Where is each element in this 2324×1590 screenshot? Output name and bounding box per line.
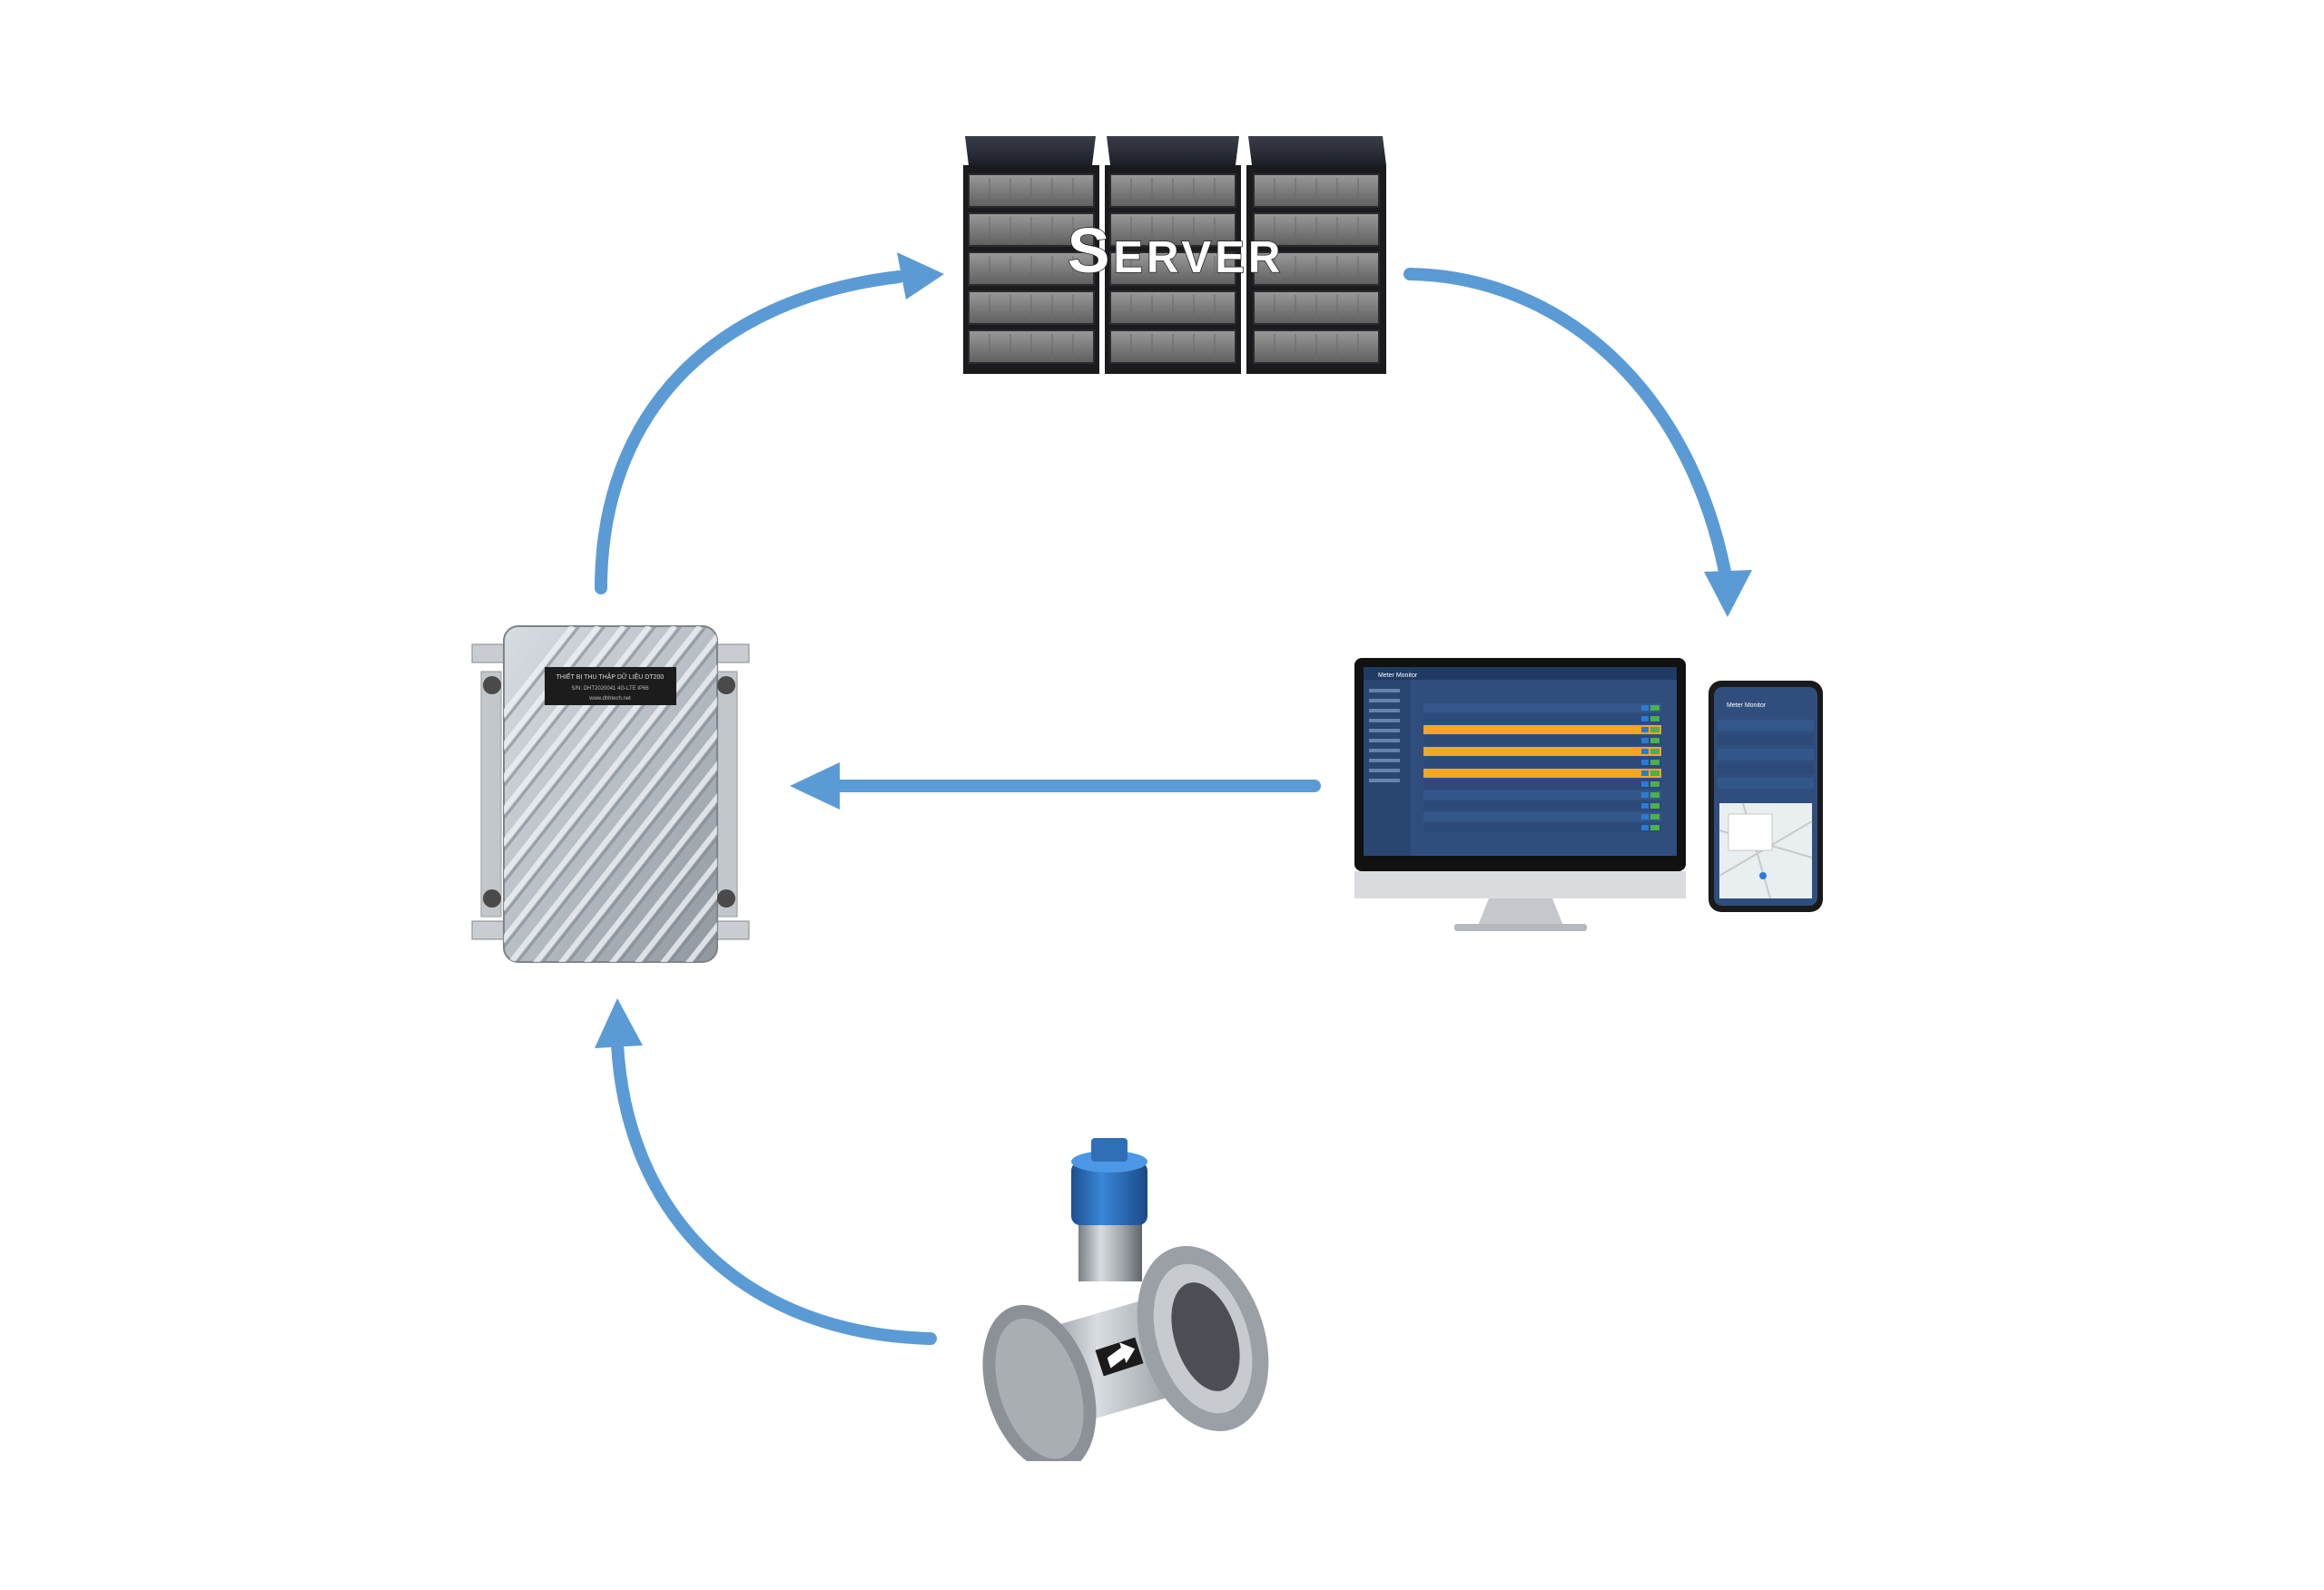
flow-direction-arrow-icon xyxy=(1107,1342,1136,1369)
screw xyxy=(717,676,735,694)
server-drive-bays xyxy=(968,173,1380,364)
arrow-flowmeter-to-logger xyxy=(611,1037,937,1345)
desktop-monitor: Meter Monitor xyxy=(1354,658,1686,931)
arrow-server-to-monitor xyxy=(1403,268,1731,578)
screw xyxy=(483,676,501,694)
flow-meter xyxy=(982,1138,1269,1461)
arrow-logger-to-server xyxy=(595,270,905,594)
screw xyxy=(483,889,501,908)
mobile-phone: Meter Monitor xyxy=(1709,681,1823,912)
list-item xyxy=(1718,778,1814,789)
arrowhead-server-to-monitor xyxy=(1704,570,1752,617)
logger-name-plate: THIẾT BỊ THU THẬP DỮ LIỆU DT200 S/N: DHT… xyxy=(545,667,676,705)
list-item xyxy=(1718,734,1814,745)
data-logger-device: THIẾT BỊ THU THẬP DỮ LIỆU DT200 S/N: DHT… xyxy=(471,625,750,963)
table-row xyxy=(1423,780,1661,789)
list-item xyxy=(1718,749,1814,760)
table-row xyxy=(1423,812,1661,821)
table-row xyxy=(1423,714,1661,723)
svg-text:S/N: DHT2020041 4G-LTE IP6: S/N: DHT2020041 4G-LTE IP66 xyxy=(571,686,649,692)
screw xyxy=(717,889,735,908)
phone-app-title: Meter Monitor xyxy=(1727,702,1767,709)
table-row xyxy=(1423,703,1661,712)
table-row xyxy=(1423,823,1661,832)
svg-text:THIẾT BỊ THU THẬP DỮ LIỆU DT20: THIẾT BỊ THU THẬP DỮ LIỆU DT200 xyxy=(556,672,665,681)
table-row xyxy=(1423,790,1661,800)
dashboard-title: Meter Monitor xyxy=(1378,672,1418,679)
list-item xyxy=(1718,763,1814,774)
list-item xyxy=(1718,720,1814,731)
arrowhead-flowmeter-to-logger xyxy=(595,998,643,1048)
arrowhead-monitor-to-logger xyxy=(790,762,840,810)
table-row xyxy=(1423,758,1661,767)
server-label: Server xyxy=(1068,215,1285,286)
svg-text:www.dhhtech.net: www.dhhtech.net xyxy=(588,696,631,702)
monitoring-devices: Meter Monitor Meter Monitor xyxy=(1354,658,1823,931)
arrowhead-logger-to-server xyxy=(897,252,944,299)
table-row xyxy=(1423,725,1661,734)
server-rack: Server xyxy=(963,136,1386,374)
table-row xyxy=(1423,801,1661,810)
table-row xyxy=(1423,747,1661,756)
table-row xyxy=(1423,769,1661,778)
table-row xyxy=(1423,736,1661,745)
